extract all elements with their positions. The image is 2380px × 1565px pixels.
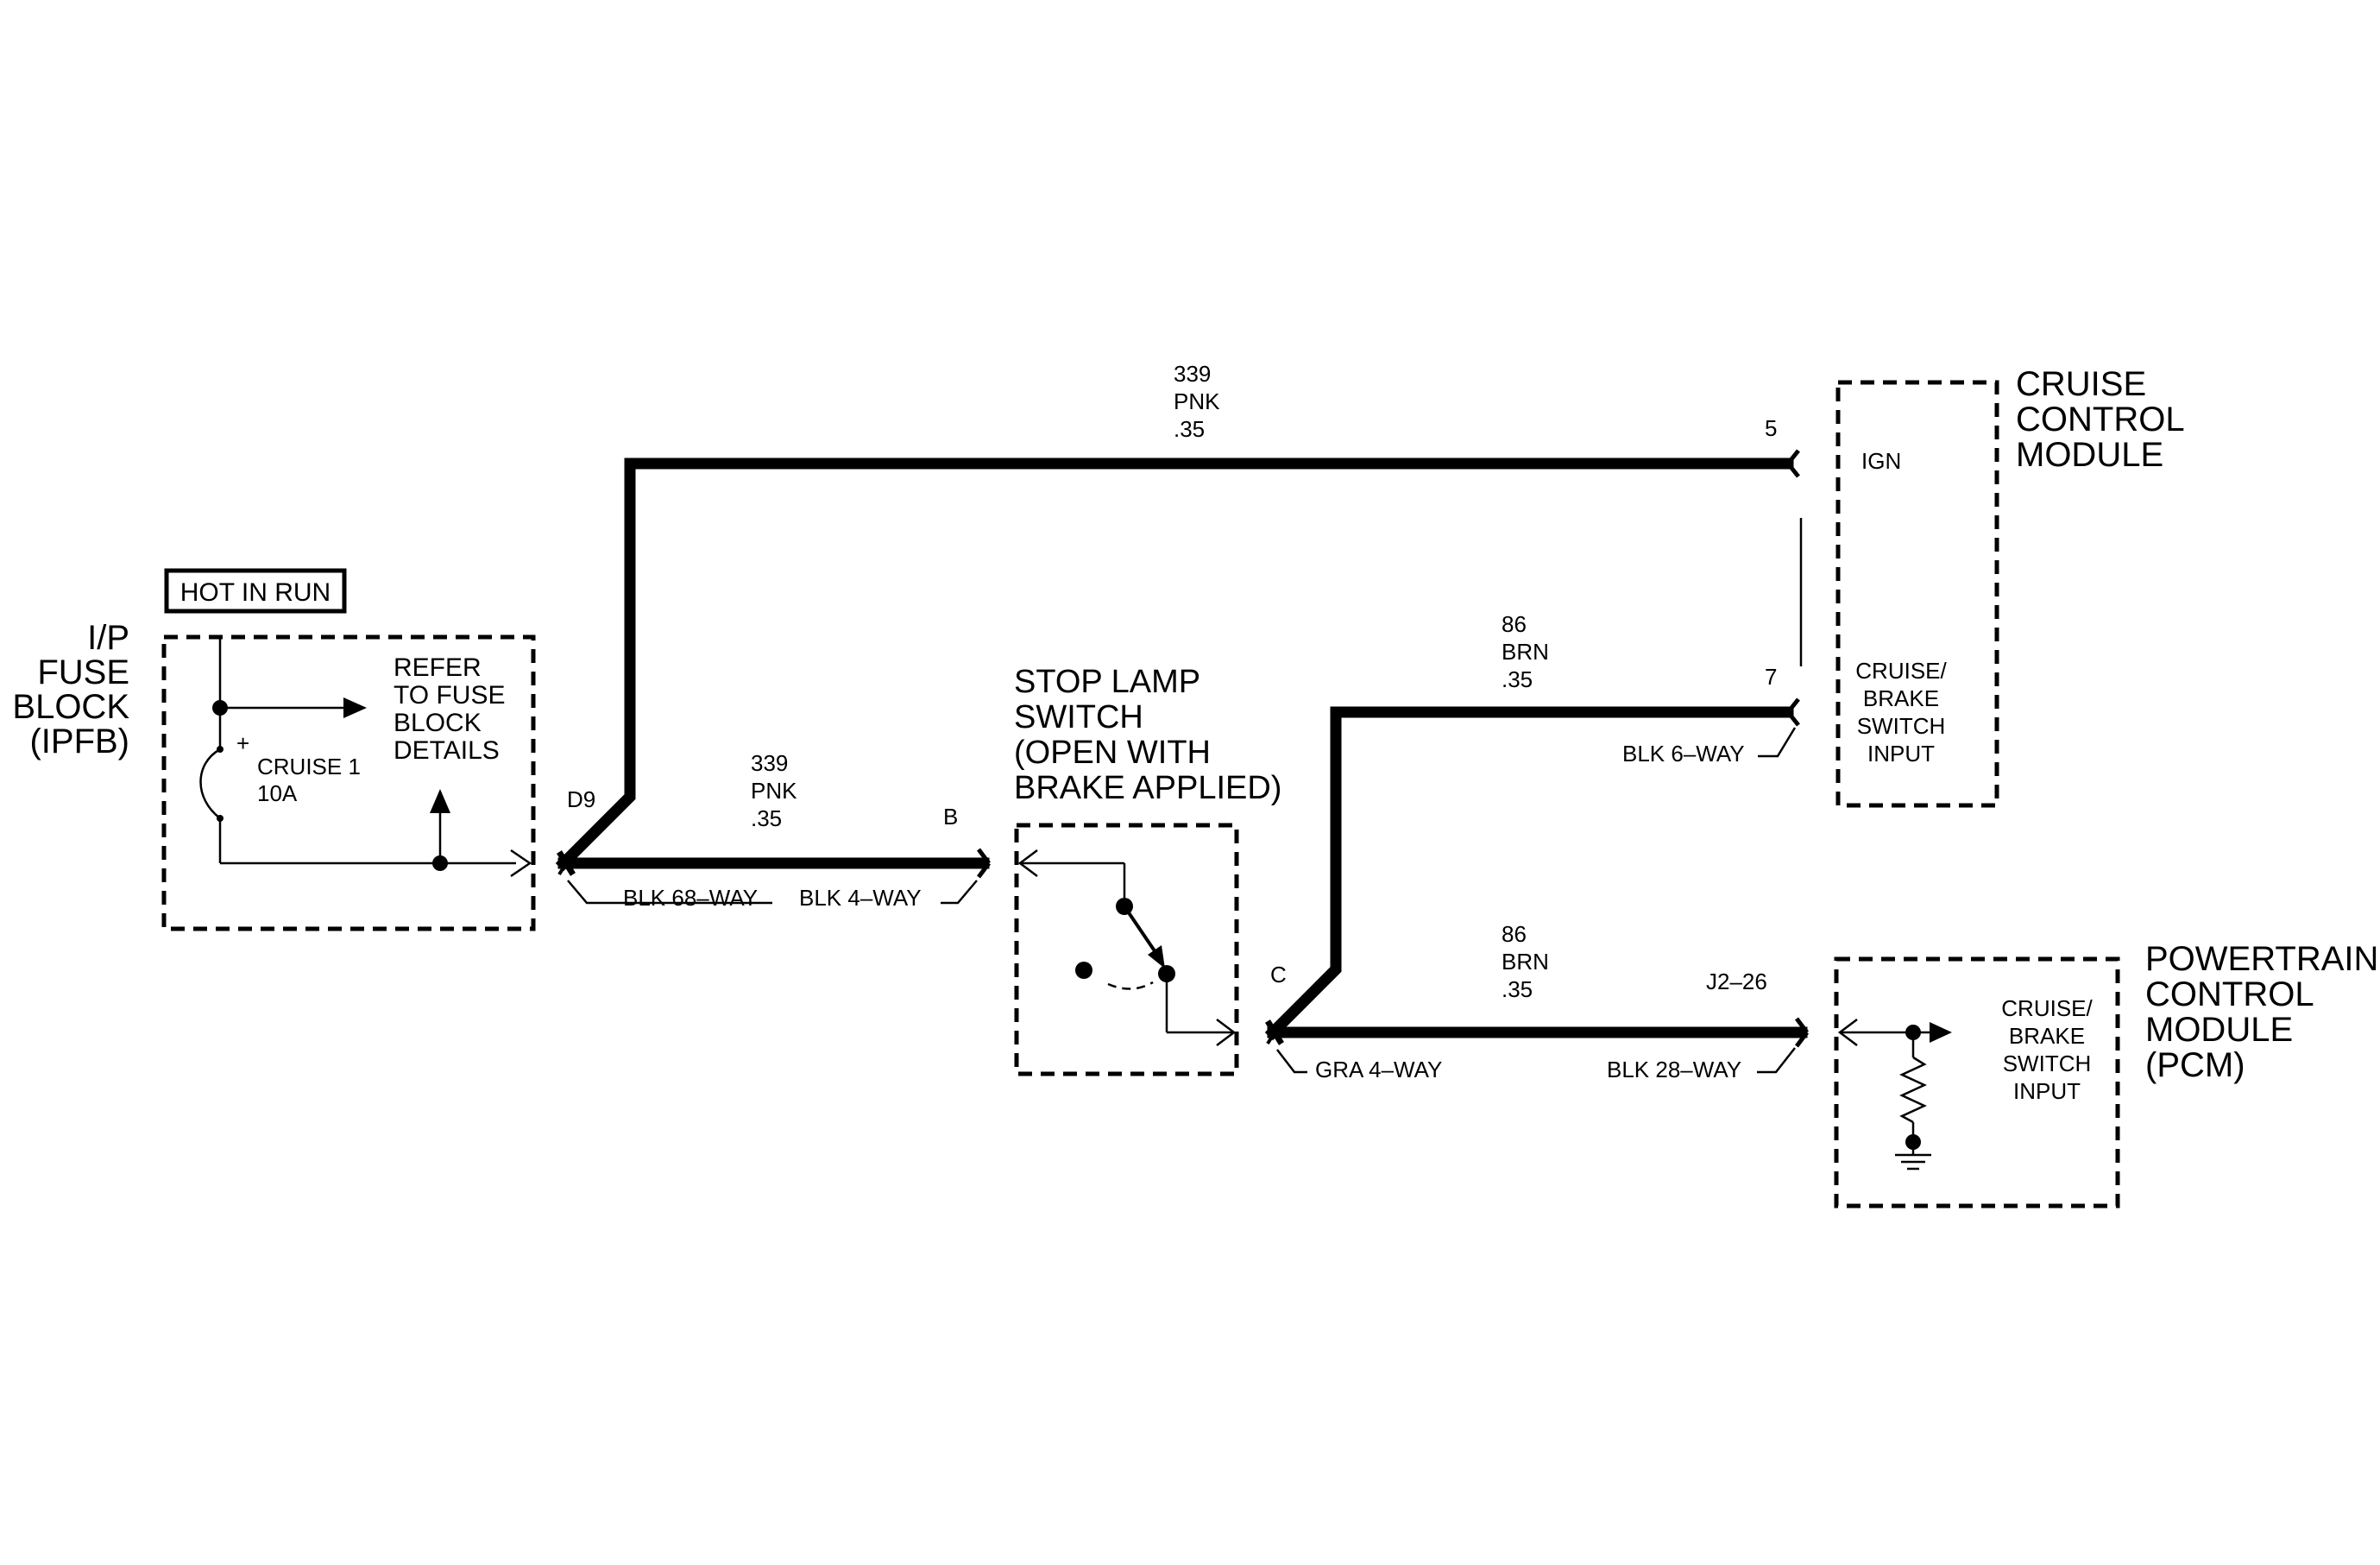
wire-label-upper86-color: BRN	[1502, 639, 1549, 665]
cruise-input-line-3: SWITCH	[1857, 713, 1946, 739]
wire-339-pnk-top	[555, 458, 1794, 872]
fuse-block-title-line-2: FUSE	[37, 653, 129, 691]
wire-label-upper-86: 86 BRN .35	[1502, 611, 1549, 692]
pin-b-label: B	[943, 804, 958, 830]
connector-7-mark	[1786, 697, 1800, 727]
connector-blk28-label: BLK 28–WAY	[1607, 1057, 1741, 1082]
connector-blk4-label: BLK 4–WAY	[799, 885, 922, 911]
bracket-blk6	[1758, 727, 1797, 758]
fuse-block-title: I/P FUSE BLOCK (IPFB)	[12, 619, 129, 760]
hot-in-run-box	[164, 568, 347, 614]
bracket-blk28	[1757, 1047, 1796, 1074]
fuse-block-internals	[199, 639, 532, 878]
pin-5-label: 5	[1765, 415, 1777, 441]
connector-blk68-label: BLK 68–WAY	[623, 885, 758, 911]
connector-j2-mark	[1795, 1017, 1809, 1048]
bracket-blk4	[941, 880, 978, 905]
stop-lamp-title-line-3: (OPEN WITH	[1014, 735, 1211, 771]
pcm-title-line-3: MODULE	[2145, 1011, 2293, 1049]
connector-blk6-label: BLK 6–WAY	[1622, 741, 1745, 767]
fuse-output-arrow	[510, 849, 532, 878]
wire-label-top-color: PNK	[1174, 388, 1220, 414]
pcm-title: POWERTRAIN CONTROL MODULE (PCM)	[2145, 940, 2378, 1084]
stop-lamp-switch-internals	[1017, 849, 1237, 1046]
cruise-ign-label: IGN	[1861, 448, 1901, 474]
cruise-module-title: CRUISE CONTROL MODULE	[2016, 365, 2185, 474]
fuse-block-boundary	[161, 634, 536, 931]
fuse-block-title-line-1: I/P	[87, 619, 129, 657]
bracket-gra4	[1276, 1049, 1307, 1074]
pin-d9-label: D9	[567, 786, 595, 812]
wire-label-lower86-color: BRN	[1502, 949, 1549, 975]
switch-travel-arc	[1107, 981, 1154, 990]
stop-lamp-switch-title: STOP LAMP SWITCH (OPEN WITH BRAKE APPLIE…	[1014, 664, 1281, 806]
bracket-blk68	[567, 880, 772, 905]
stop-lamp-title-line-1: STOP LAMP	[1014, 664, 1200, 700]
pcm-input-line-4: INPUT	[2013, 1078, 2081, 1104]
refer-line-1: REFER	[394, 653, 482, 682]
pcm-title-line-1: POWERTRAIN	[2145, 940, 2378, 978]
refer-up-arrow-head	[430, 789, 450, 813]
refer-line-3: BLOCK	[394, 709, 482, 737]
stop-lamp-switch-boundary	[1014, 823, 1239, 1076]
cruise-input-line-2: BRAKE	[1863, 685, 1939, 711]
wire-label-lower86-circuit: 86	[1502, 921, 1527, 947]
connector-5-mark	[1786, 449, 1800, 478]
fuse-rating: 10A	[257, 780, 298, 806]
pin-c-label: C	[1270, 962, 1287, 988]
cruise-title-line-1: CRUISE	[2016, 365, 2146, 403]
stop-lamp-title-line-4: BRAKE APPLIED)	[1014, 770, 1281, 806]
wire-label-upper86-circuit: 86	[1502, 611, 1527, 637]
pcm-input-arrow-head	[1930, 1022, 1952, 1043]
hot-in-run-badge: HOT IN RUN	[164, 568, 347, 614]
wire-label-lower-86: 86 BRN .35	[1502, 921, 1549, 1002]
fuse-plus-sign: +	[236, 730, 249, 756]
wire-label-lower86-gauge: .35	[1502, 976, 1533, 1002]
pcm-input-line-3: SWITCH	[2003, 1051, 2092, 1076]
wire-label-upper86-gauge: .35	[1502, 666, 1533, 692]
wire-label-top-339: 339 PNK .35	[1174, 361, 1220, 442]
wire-86-brn-upper	[1264, 706, 1794, 1041]
wire-label-low-gauge: .35	[751, 805, 782, 831]
pcm-input-line-1: CRUISE/	[2001, 995, 2093, 1021]
cruise-input-label: CRUISE/ BRAKE SWITCH INPUT	[1855, 658, 1947, 767]
pin-j2-26-label: J2–26	[1706, 969, 1767, 994]
connector-d9-mark	[557, 850, 576, 876]
pin-7-label: 7	[1765, 664, 1777, 690]
wire-label-top-gauge: .35	[1174, 416, 1205, 442]
stop-lamp-title-line-2: SWITCH	[1014, 699, 1143, 735]
wire-label-top-circuit: 339	[1174, 361, 1211, 387]
pcm-title-line-2: CONTROL	[2145, 975, 2314, 1013]
pcm-boundary	[1834, 956, 2120, 1208]
cruise-input-line-4: INPUT	[1867, 741, 1935, 767]
wire-label-low-circuit: 339	[751, 750, 788, 776]
cruise-title-line-2: CONTROL	[2016, 401, 2185, 439]
fuse-block-title-line-4: (IPFB)	[29, 723, 129, 760]
pcm-internals	[1837, 1019, 1952, 1171]
connector-c-mark	[1265, 1019, 1284, 1045]
cruise-module-boundary	[1835, 380, 1999, 808]
wire-label-low-color: PNK	[751, 778, 797, 804]
pcm-input-label: CRUISE/ BRAKE SWITCH INPUT	[2001, 995, 2093, 1104]
wire-label-low-339: 339 PNK .35	[751, 750, 797, 831]
hot-in-run-label: HOT IN RUN	[180, 578, 331, 607]
cruise-input-line-1: CRUISE/	[1855, 658, 1947, 684]
cruise-title-line-3: MODULE	[2016, 436, 2163, 474]
fuse-name: CRUISE 1	[257, 754, 361, 779]
switch-output-arrow	[1216, 1019, 1237, 1046]
connector-gra4-label: GRA 4–WAY	[1315, 1057, 1442, 1082]
pcm-pulldown-resistor	[1899, 1056, 1927, 1124]
fuse-element	[199, 748, 221, 819]
refer-text: REFER TO FUSE BLOCK DETAILS	[394, 653, 505, 765]
pcm-title-line-4: (PCM)	[2145, 1046, 2245, 1084]
fuse-block-title-line-3: BLOCK	[12, 688, 129, 726]
switch-open-contact-dot	[1075, 962, 1092, 979]
connector-b-mark	[977, 848, 991, 879]
pcm-input-line-2: BRAKE	[2009, 1023, 2085, 1049]
switch-blade-arrow	[1148, 945, 1165, 969]
refer-line-4: DETAILS	[394, 736, 500, 765]
refer-line-2: TO FUSE	[394, 681, 505, 710]
refer-arrow-head	[343, 697, 367, 718]
